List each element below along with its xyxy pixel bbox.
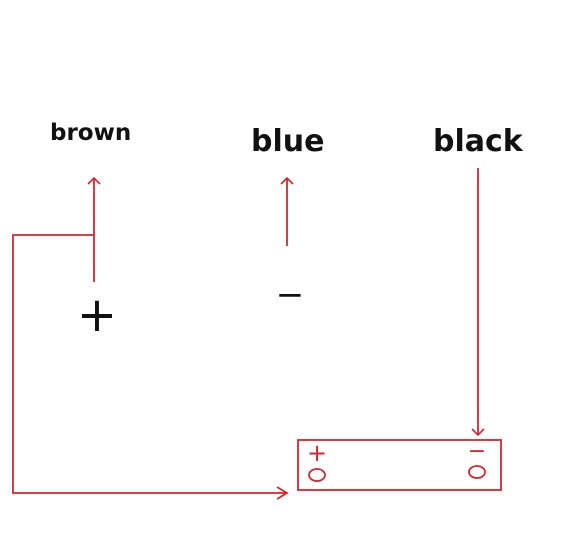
battery-box	[297, 439, 502, 491]
label-blue: blue	[251, 124, 325, 159]
battery-minus-terminal	[468, 465, 486, 479]
battery-minus-symbol: −	[468, 439, 486, 464]
minus-symbol: −	[276, 275, 305, 315]
positive-loop-wire	[12, 234, 285, 494]
battery-plus-terminal	[308, 468, 326, 482]
label-brown: brown	[50, 120, 132, 146]
label-black: black	[433, 124, 523, 159]
plus-symbol: +	[77, 287, 117, 343]
positive-loop-arrowhead	[276, 486, 289, 500]
battery-plus-symbol: +	[307, 439, 327, 467]
